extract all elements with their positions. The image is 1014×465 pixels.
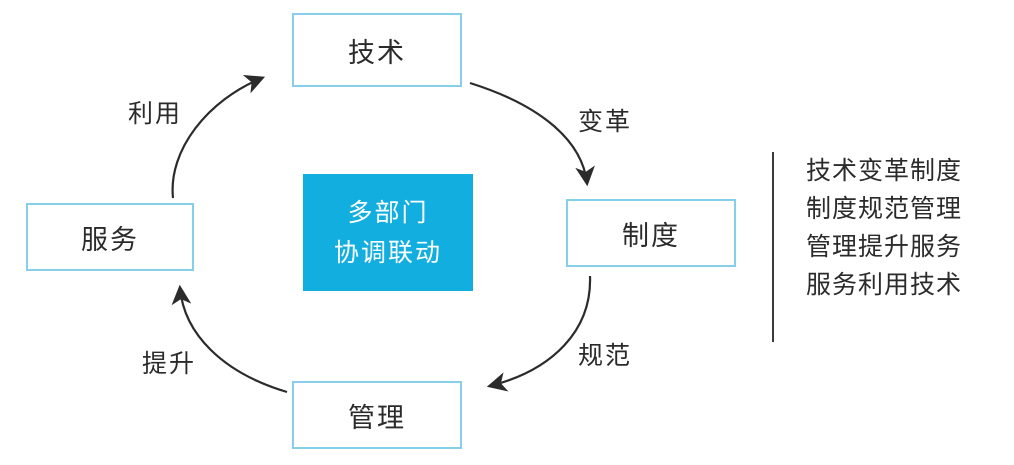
summary-line-1: 技术变革制度: [806, 157, 963, 185]
edge-label-service-to-tech: 利用: [128, 100, 183, 128]
arrow-tech-to-institution: [469, 81, 595, 187]
center-line-1: 多部门: [347, 198, 429, 227]
node-management[interactable]: 管理: [292, 381, 462, 449]
center-highlight-box[interactable]: 多部门 协调联动: [303, 174, 473, 291]
edge-label-management-to-service: 提升: [142, 350, 197, 378]
node-institution-label: 制度: [622, 220, 680, 251]
center-line-2: 协调联动: [333, 238, 442, 267]
arrow-service-to-tech: [171, 75, 266, 199]
summary-line-4: 服务利用技术: [806, 271, 963, 299]
summary-line-2: 制度规范管理: [806, 195, 963, 223]
node-institution[interactable]: 制度: [566, 199, 736, 267]
node-tech[interactable]: 技术: [292, 13, 462, 87]
edge-label-tech-to-institution: 变革: [578, 108, 633, 136]
edge-label-institution-to-management: 规范: [578, 342, 633, 370]
summary-line-3: 管理提升服务: [806, 233, 963, 261]
arrow-management-to-service: [171, 284, 288, 394]
node-tech-label: 技术: [348, 37, 406, 68]
summary-panel: 技术变革制度 制度规范管理 管理提升服务 服务利用技术: [772, 152, 962, 342]
node-management-label: 管理: [348, 402, 406, 433]
node-service-label: 服务: [81, 224, 139, 255]
arrow-institution-to-management: [486, 275, 592, 392]
node-service[interactable]: 服务: [26, 203, 194, 271]
